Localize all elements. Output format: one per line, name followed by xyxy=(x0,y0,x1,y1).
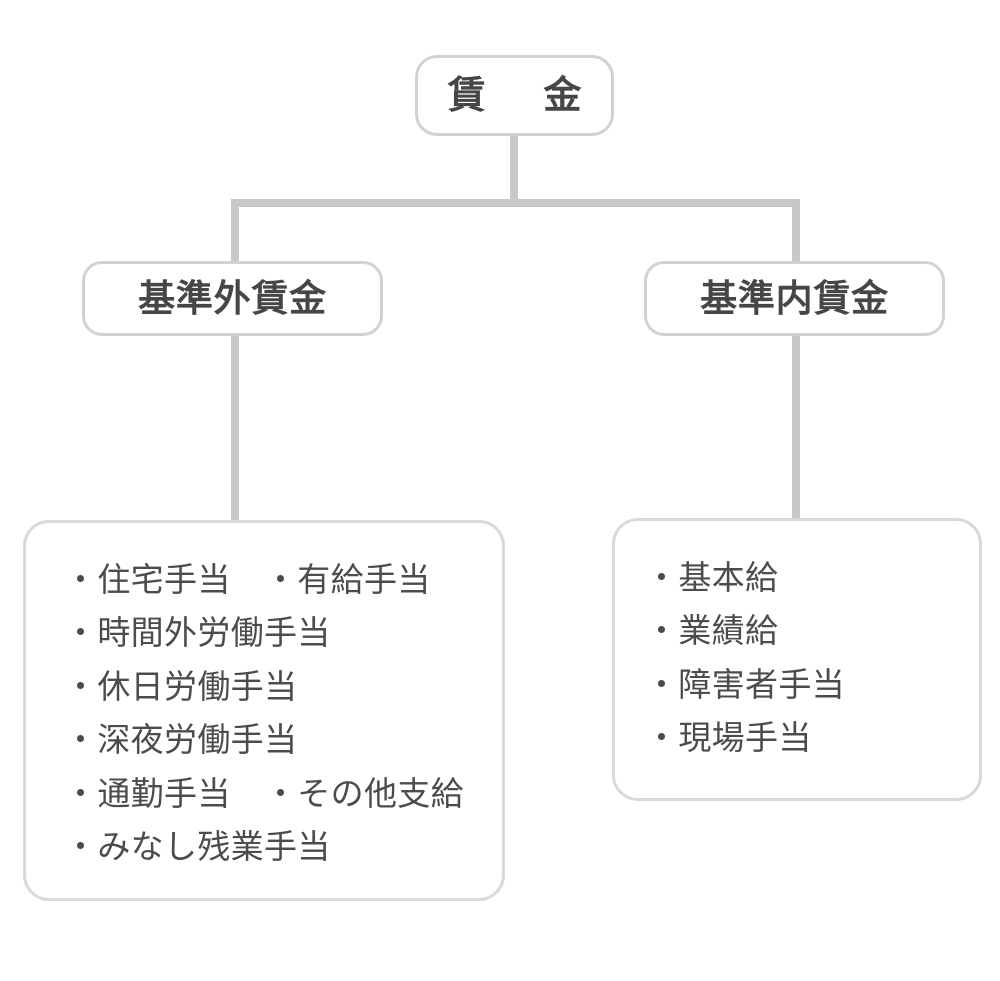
connector-root-stem xyxy=(510,131,518,203)
list-item: ・みなし残業手当 xyxy=(64,828,331,866)
listbox-kijungai-items: ・住宅手当 ・有給手当 ・時間外労働手当 ・休日労働手当 ・深夜労働手当 ・通勤… xyxy=(23,520,505,901)
list-item: ・休日労働手当 xyxy=(64,667,298,705)
node-branch-kijungai: 基準外賃金 xyxy=(82,261,383,336)
listbox-kijunnai-items: ・基本給 ・業績給 ・障害者手当 ・現場手当 xyxy=(612,518,982,801)
connector-right-drop xyxy=(792,199,800,269)
connector-crossbar xyxy=(231,199,800,207)
list-item: ・業績給 xyxy=(645,612,779,650)
list-item: ・障害者手当 xyxy=(645,665,845,703)
list-item: ・基本給 xyxy=(645,559,779,596)
item-list-kijunnai: ・基本給 ・業績給 ・障害者手当 ・現場手当 xyxy=(615,551,979,765)
node-branch-kijunnai: 基準内賃金 xyxy=(644,261,945,336)
list-item: ・時間外労働手当 xyxy=(64,614,331,652)
node-branch-kijunnai-label: 基準内賃金 xyxy=(700,278,889,319)
list-item: ・深夜労働手当 xyxy=(64,721,298,759)
node-branch-kijungai-label: 基準外賃金 xyxy=(138,278,327,319)
connector-left-branch-stem xyxy=(231,330,239,525)
list-item: ・住宅手当 ・有給手当 xyxy=(64,561,431,598)
item-list-kijungai: ・住宅手当 ・有給手当 ・時間外労働手当 ・休日労働手当 ・深夜労働手当 ・通勤… xyxy=(26,553,502,874)
connector-right-branch-stem xyxy=(792,330,800,525)
node-root-wage: 賃 金 xyxy=(415,55,614,136)
list-item: ・現場手当 xyxy=(645,719,812,757)
connector-left-drop xyxy=(231,199,239,269)
list-item: ・通勤手当 ・その他支給 xyxy=(64,774,464,812)
node-root-label: 賃 金 xyxy=(447,74,592,117)
